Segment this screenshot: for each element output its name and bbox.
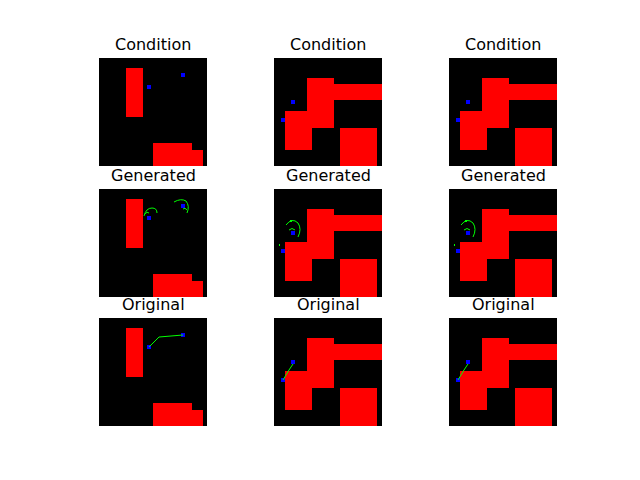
panel-title: Condition [115,36,191,54]
image-panel: Condition [274,58,382,166]
image-panel: Condition [99,58,207,166]
panel-title: Generated [111,167,196,185]
image-panel: Generated [449,189,557,297]
panel-title: Condition [290,36,366,54]
panel-title: Generated [461,167,546,185]
panel-title: Generated [286,167,371,185]
image-panel: Generated [274,189,382,297]
image-panel: Original [449,318,557,426]
image-panel: Original [99,318,207,426]
image-panel: Condition [449,58,557,166]
panel-title: Original [472,296,535,314]
image-panel: Original [274,318,382,426]
image-panel: Generated [99,189,207,297]
panel-title: Original [297,296,360,314]
panel-title: Condition [465,36,541,54]
panel-title: Original [122,296,185,314]
